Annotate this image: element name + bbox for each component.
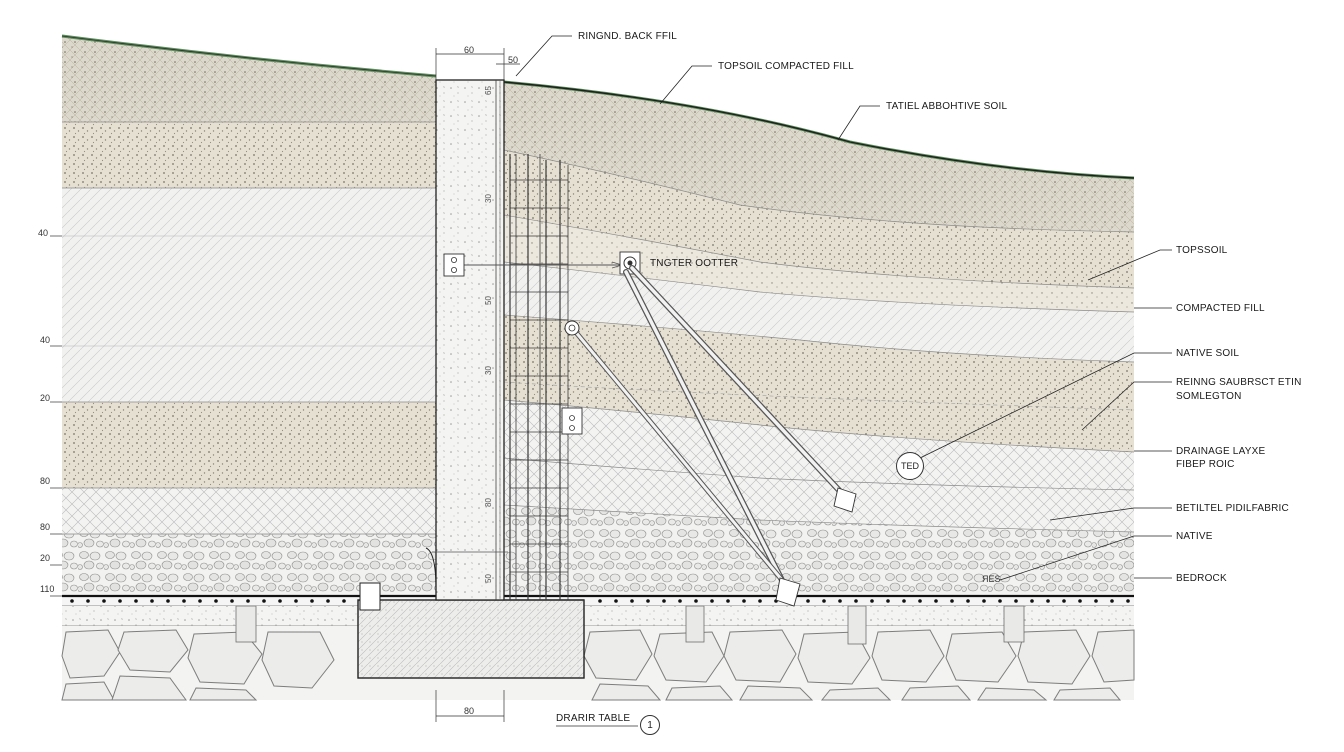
callout-backfill: RINGND. BACK FFIL bbox=[578, 31, 677, 42]
level-7: 110 bbox=[40, 584, 55, 594]
dim-bottom: 80 bbox=[464, 706, 475, 716]
label-structure-sub: SOMLEGTON bbox=[1176, 391, 1242, 402]
left-soil-strata bbox=[61, 34, 437, 596]
label-compacted-fill: COMPACTED FILL bbox=[1176, 303, 1265, 314]
retaining-wall-stem bbox=[432, 79, 508, 601]
level-1: 40 bbox=[38, 228, 49, 238]
base-and-bedrock bbox=[61, 547, 1135, 701]
dimension-lines bbox=[50, 48, 638, 727]
tieback-anchors bbox=[443, 251, 857, 607]
title-block-text: DRARIR TABLE bbox=[556, 713, 631, 724]
leader-lines bbox=[515, 35, 1172, 581]
wall-mark-5: 80 bbox=[483, 498, 493, 507]
right-soil-strata bbox=[503, 80, 1135, 596]
label-retaining-structure: REINNG SAUBRSCT ETIN bbox=[1176, 377, 1302, 388]
wall-mark-4: 30 bbox=[483, 366, 493, 375]
dim-wall-width: 60 bbox=[464, 45, 475, 55]
wall-mark-3: 50 bbox=[483, 296, 493, 305]
label-filter-fabric: BETILTEL PIDILFABRIC bbox=[1176, 503, 1289, 514]
level-5: 80 bbox=[40, 522, 51, 532]
rebar-cage bbox=[504, 154, 584, 601]
label-drainage-sub: FIBEP ROIC bbox=[1176, 459, 1235, 470]
label-tieback: TNGTER OOTTER bbox=[650, 258, 739, 269]
label-bedrock: BEDROCK bbox=[1176, 573, 1227, 584]
wall-mark-6: 50 bbox=[483, 574, 493, 583]
title-block-number: 1 bbox=[640, 715, 660, 735]
level-6: 20 bbox=[40, 553, 51, 563]
label-drainage-layer: DRAINAGE LAYXE bbox=[1176, 446, 1266, 457]
label-native-soil: NATIVE SOIL bbox=[1176, 348, 1240, 359]
level-2: 40 bbox=[40, 335, 51, 345]
label-topsoil: TOPSSOIL bbox=[1176, 245, 1228, 256]
label-native: NATIVE bbox=[1176, 531, 1213, 542]
level-4: 80 bbox=[40, 476, 51, 486]
wall-mark-1: 65 bbox=[483, 86, 493, 95]
dim-cap: 50 bbox=[508, 55, 519, 65]
callout-native-soil: TATIEL ABBOHTIVE SOIL bbox=[886, 101, 1008, 112]
wall-mark-2: 30 bbox=[483, 194, 493, 203]
callout-topsoil-compacted: TOPSOIL COMPACTED FILL bbox=[718, 61, 854, 72]
tag-circle: TED bbox=[896, 452, 924, 480]
tag-small: ЯЕS bbox=[982, 574, 1001, 584]
level-3: 20 bbox=[40, 393, 51, 403]
